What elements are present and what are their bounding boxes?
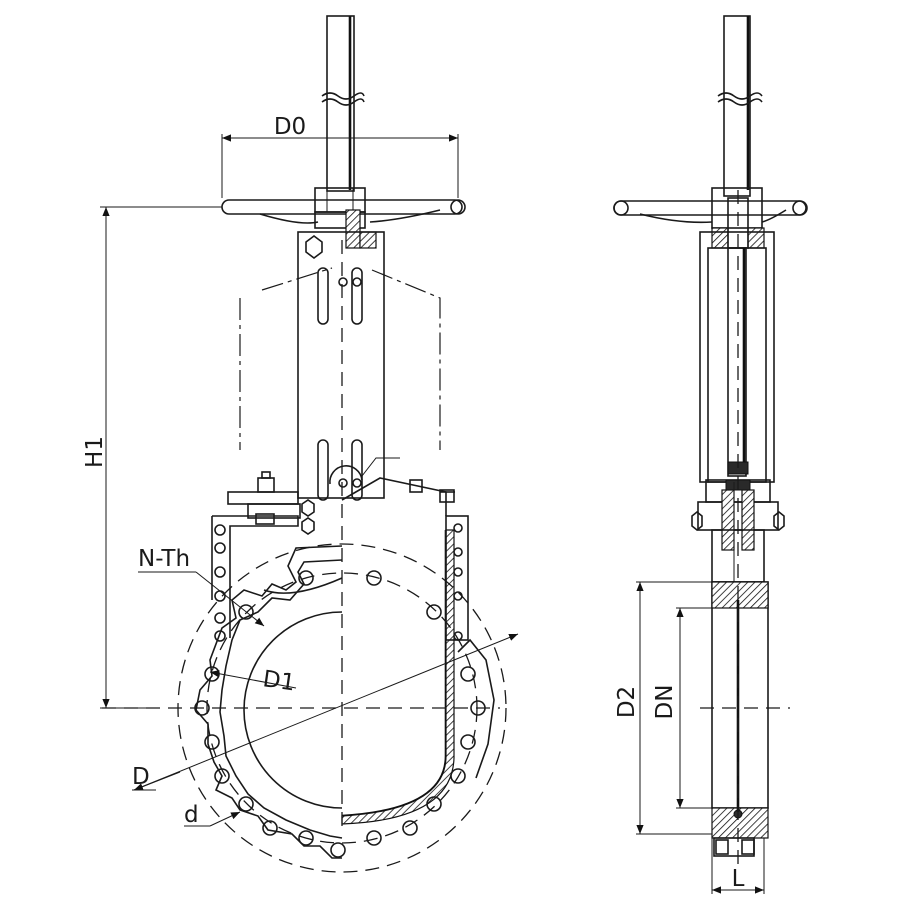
front-centerlines — [102, 240, 507, 873]
side-stem — [717, 15, 763, 197]
stem — [321, 15, 365, 192]
side-yoke — [699, 231, 775, 483]
front-view: D0 H1 N-Th D1 D d — [82, 15, 519, 873]
d2-label: D2 — [614, 686, 640, 718]
dn-label: DN — [652, 685, 678, 720]
handwheel — [221, 187, 466, 249]
body-left-half — [194, 515, 346, 859]
h1-label: H1 — [82, 436, 108, 468]
cylinder-phantom — [239, 267, 441, 450]
packing-flange — [227, 471, 455, 535]
side-view: D2 DN L — [613, 15, 808, 894]
body-right-half-section — [341, 477, 495, 846]
d-bolt-label: d — [184, 802, 199, 828]
d1-label: D1 — [261, 666, 297, 696]
side-handwheel — [613, 187, 808, 249]
d0-label: D0 — [274, 114, 306, 140]
n-th-label: N-Th — [138, 546, 190, 572]
l-label: L — [732, 866, 745, 892]
side-centerlines — [700, 190, 790, 870]
side-dimensions — [636, 581, 765, 894]
front-dimensions — [100, 134, 519, 827]
d-outer-label: D — [132, 764, 150, 790]
side-body — [711, 581, 769, 857]
yoke — [297, 231, 400, 501]
